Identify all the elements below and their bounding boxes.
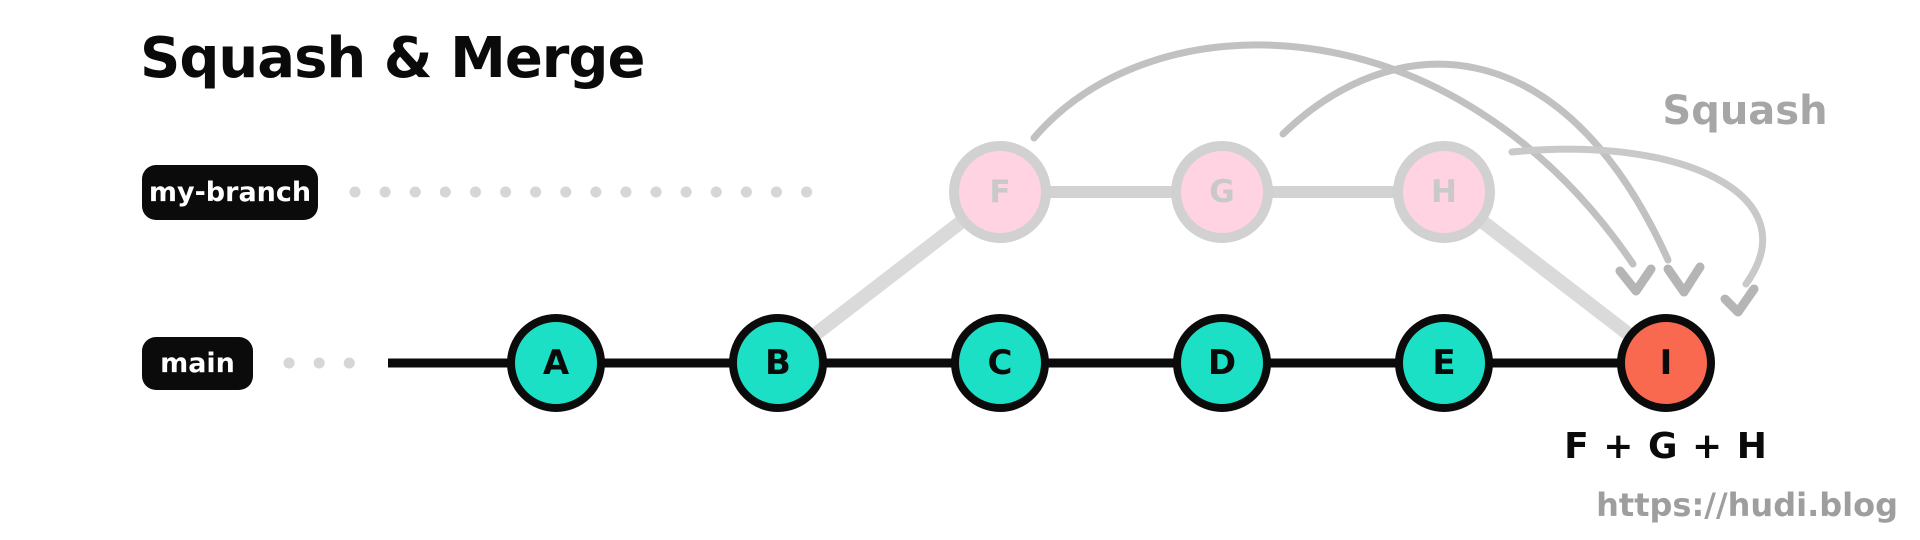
commit-node-e: E bbox=[1395, 314, 1493, 412]
commit-letter: G bbox=[1209, 174, 1235, 210]
squash-arc-g bbox=[1279, 60, 1672, 264]
commit-letter: A bbox=[542, 343, 570, 383]
branch-label-my-branch-text: my-branch bbox=[148, 177, 312, 208]
arrowhead-icon bbox=[1720, 284, 1759, 317]
arrowhead-icon bbox=[1615, 264, 1656, 296]
squash-arc-h bbox=[1508, 145, 1767, 288]
branch-label-my-branch: my-branch bbox=[142, 165, 318, 220]
commit-letter: B bbox=[765, 343, 791, 383]
commit-letter: E bbox=[1432, 343, 1456, 383]
commit-node-i: I bbox=[1617, 314, 1715, 412]
commit-node-h: H bbox=[1393, 141, 1495, 243]
credit-url: https://hudi.blog bbox=[1596, 486, 1898, 524]
branch-label-main-text: main bbox=[160, 348, 235, 379]
commit-letter: D bbox=[1207, 343, 1237, 383]
commit-node-b: B bbox=[729, 314, 827, 412]
commit-letter: F bbox=[989, 174, 1011, 210]
page-title: Squash & Merge bbox=[140, 26, 645, 91]
commit-node-c: C bbox=[951, 314, 1049, 412]
commit-node-g: G bbox=[1171, 141, 1273, 243]
commit-node-d: D bbox=[1173, 314, 1271, 412]
branch-label-main: main bbox=[142, 337, 253, 390]
squashed-commits-caption: F + G + H bbox=[1564, 426, 1768, 467]
commit-letter: I bbox=[1659, 343, 1673, 383]
squash-arc-f bbox=[1030, 41, 1637, 268]
commit-letter: H bbox=[1431, 174, 1457, 210]
commit-node-a: A bbox=[507, 314, 605, 412]
commit-node-f: F bbox=[949, 141, 1051, 243]
squash-annotation: Squash bbox=[1662, 88, 1828, 134]
commit-letter: C bbox=[987, 343, 1013, 383]
arrowhead-icon bbox=[1663, 262, 1705, 297]
